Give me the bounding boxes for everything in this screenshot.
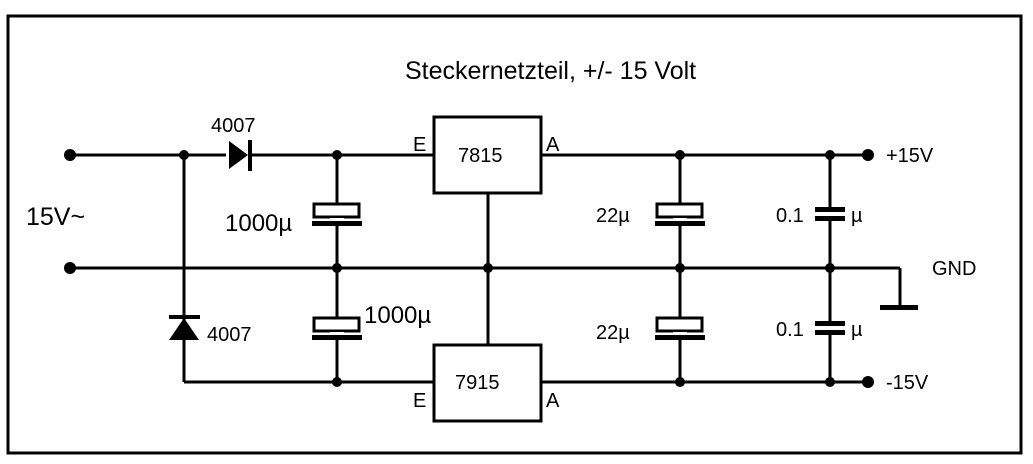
ground-symbol-icon bbox=[880, 305, 918, 310]
cap-c5-value: 0.1 bbox=[776, 205, 804, 227]
cap-c1-icon bbox=[312, 202, 362, 226]
regulator-7915-pin-out: A bbox=[546, 390, 560, 412]
diode-d1-icon bbox=[226, 140, 252, 171]
regulator-7815-label: 7815 bbox=[458, 145, 503, 167]
cap-c4-icon bbox=[655, 316, 705, 340]
cap-c5-icon bbox=[815, 207, 845, 221]
junction-dot bbox=[675, 150, 685, 160]
cap-c2-label: 1000µ bbox=[364, 302, 431, 329]
cap-c6-unit: µ bbox=[851, 319, 863, 341]
diode-d1-label: 4007 bbox=[211, 115, 256, 137]
terminal-ac-top bbox=[64, 149, 76, 161]
junction-dot bbox=[675, 377, 685, 387]
diode-d2-icon bbox=[169, 315, 200, 340]
junction-dot bbox=[825, 263, 835, 273]
cap-c2-icon bbox=[312, 316, 362, 340]
output-ground-label: GND bbox=[932, 258, 976, 280]
cap-c6-value: 0.1 bbox=[776, 319, 804, 341]
terminal-positive bbox=[862, 149, 874, 161]
junctions bbox=[64, 149, 874, 388]
cap-c6-icon bbox=[815, 321, 845, 335]
terminal-ac-bottom bbox=[64, 262, 76, 274]
cap-c5-unit: µ bbox=[851, 205, 863, 227]
junction-dot bbox=[332, 150, 342, 160]
regulator-7815 bbox=[432, 115, 543, 195]
schematic-title: Steckernetzteil, +/- 15 Volt bbox=[405, 57, 696, 85]
diode-d2-label: 4007 bbox=[207, 324, 252, 346]
cap-c4-label: 22µ bbox=[596, 322, 630, 344]
output-positive-label: +15V bbox=[886, 145, 934, 167]
terminal-negative bbox=[862, 376, 874, 388]
junction-dot bbox=[675, 263, 685, 273]
regulator-7915-pin-in: E bbox=[413, 390, 426, 412]
junction-dot bbox=[179, 150, 189, 160]
junction-dot bbox=[332, 377, 342, 387]
regulator-7915 bbox=[432, 343, 543, 423]
cap-c3-icon bbox=[655, 202, 705, 226]
cap-c1-label: 1000µ bbox=[225, 210, 292, 237]
regulator-7915-label: 7915 bbox=[455, 372, 500, 394]
input-voltage-label: 15V~ bbox=[26, 203, 85, 231]
regulator-7815-pin-in: E bbox=[413, 134, 426, 156]
frame bbox=[6, 14, 1023, 455]
regulator-7815-pin-out: A bbox=[546, 134, 560, 156]
cap-c3-label: 22µ bbox=[596, 205, 630, 227]
junction-dot bbox=[825, 150, 835, 160]
junction-dot bbox=[332, 263, 342, 273]
junction-dot bbox=[483, 263, 493, 273]
junction-dot bbox=[825, 377, 835, 387]
output-negative-label: -15V bbox=[886, 372, 929, 394]
